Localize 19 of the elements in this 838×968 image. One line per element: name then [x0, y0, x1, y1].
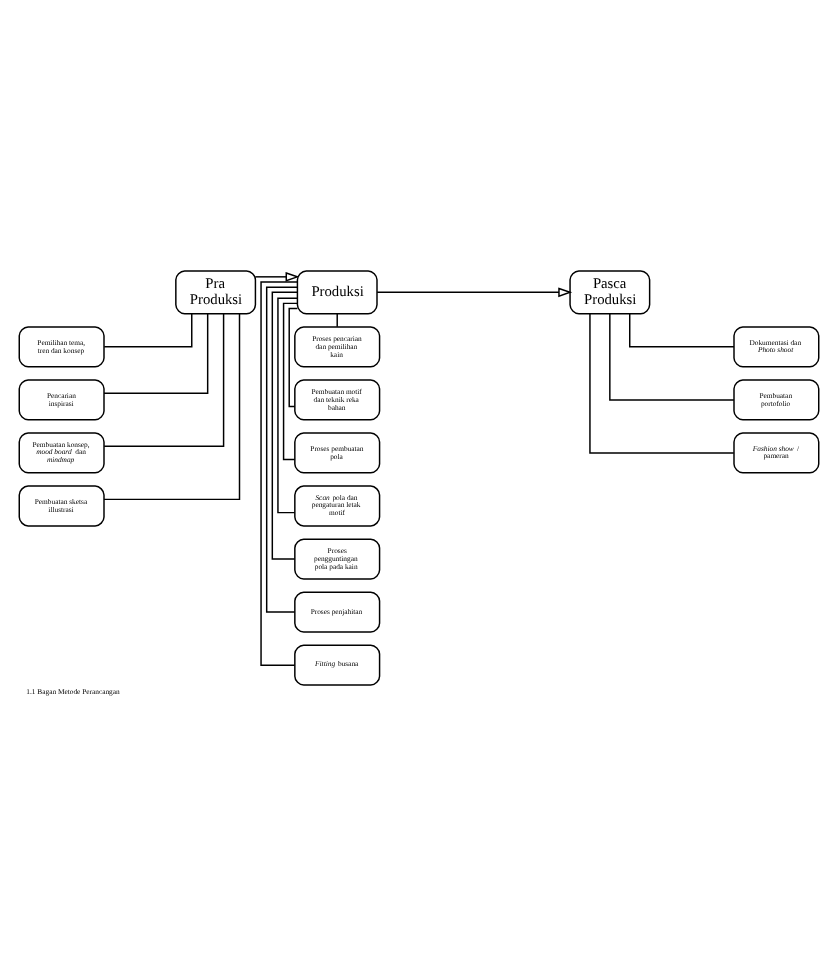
connector — [609, 312, 735, 400]
arrow — [376, 286, 573, 297]
connector — [277, 296, 299, 513]
connector — [271, 290, 299, 559]
connector — [265, 285, 299, 612]
connector — [589, 312, 735, 453]
connector — [260, 280, 299, 665]
connector — [282, 301, 299, 460]
connector — [103, 311, 241, 500]
connector — [629, 312, 735, 347]
connector — [103, 312, 193, 347]
connector — [288, 306, 299, 407]
node-box: Produksi — [296, 269, 378, 314]
node-box: Pasca Produksi — [569, 269, 651, 314]
connector — [336, 312, 338, 327]
arrow — [254, 270, 300, 281]
connector — [103, 312, 225, 447]
connector — [103, 312, 209, 393]
node-box: Pra Produksi — [175, 269, 257, 314]
